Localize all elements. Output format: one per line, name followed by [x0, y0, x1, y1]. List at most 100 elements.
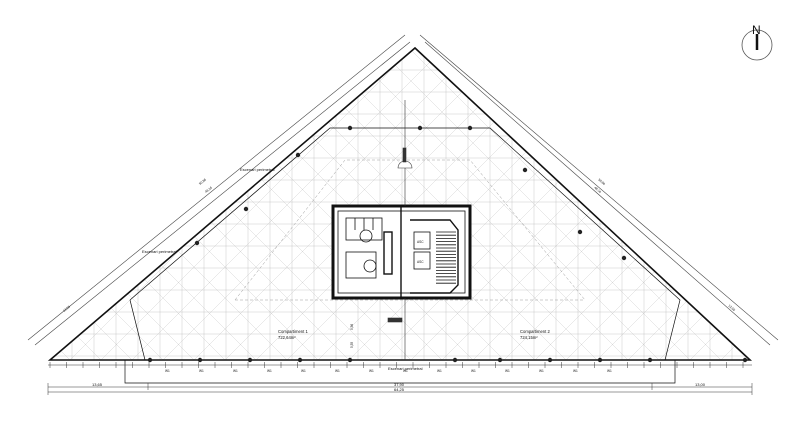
grid-line [405, 48, 727, 360]
grid-line [591, 48, 750, 360]
columns [147, 125, 748, 363]
escape-label-upper: Escenari perimetral [240, 167, 275, 172]
dim-bottom-total: 64,25 [394, 387, 405, 392]
grid-line [0, 45, 13, 365]
grid-line [50, 48, 107, 360]
dim-bottom-right: 13,00 [695, 382, 706, 387]
grid-line [591, 48, 750, 360]
perimeter-annotations: Escenari perimetral Escenari perimetral … [142, 167, 423, 371]
building-core: ASC ASC [331, 204, 472, 300]
column [647, 357, 653, 363]
slope-dimension-lines [27, 34, 779, 346]
north-compass: N [741, 23, 773, 61]
column [597, 357, 603, 363]
dim-core-2: 5,55 [350, 342, 354, 348]
window-tag: W1 [301, 369, 306, 373]
grid-line [312, 48, 634, 360]
escape-label-lower: Escenari perimetral [142, 249, 177, 254]
grid-line [50, 48, 231, 360]
floor-grid [0, 45, 800, 365]
dim-right-inner: 48,16 [593, 186, 602, 194]
grid-line [746, 48, 750, 360]
grid-line [684, 48, 750, 360]
toilets [345, 217, 393, 279]
grid-line [343, 48, 665, 360]
window-tag: W1 [233, 369, 238, 373]
grid-line [50, 48, 138, 360]
grid-line [0, 45, 44, 365]
room-2-name: Compartiment 2 [520, 329, 550, 334]
window-tag: W1 [369, 369, 374, 373]
grid-line [560, 48, 750, 360]
column [197, 357, 203, 363]
compass-north-label: N [752, 23, 761, 37]
grid-line [467, 48, 750, 360]
grid-line [50, 48, 76, 360]
column [194, 240, 200, 246]
grid-line [0, 45, 13, 365]
grid-line [0, 45, 44, 365]
grid-line [50, 48, 138, 360]
window-tag: W1 [199, 369, 204, 373]
window-tag: W1 [267, 369, 272, 373]
grid-line [529, 48, 750, 360]
window-tag: W1 [607, 369, 612, 373]
grid-line [622, 48, 750, 360]
grid-line [50, 48, 169, 360]
dim-right-outer: 50,86 [597, 178, 606, 186]
window-tag: W1 [165, 369, 170, 373]
dim-left-inner: 48,16 [204, 186, 213, 194]
window-tag: W1 [539, 369, 544, 373]
grid-line [436, 48, 750, 360]
window-tag: W1 [335, 369, 340, 373]
column [467, 125, 473, 131]
grid-line [50, 48, 169, 360]
column [247, 357, 253, 363]
lift-label-2: ASC [417, 260, 424, 264]
column [621, 255, 627, 261]
grid-line [778, 45, 800, 365]
grid-line [50, 48, 200, 360]
escape-label-bottom: Escenari perimetral [388, 366, 423, 371]
window-tag: W1 [437, 369, 442, 373]
dim-bottom-center: 37,90 [394, 382, 405, 387]
grid-line [50, 48, 262, 360]
grid-line [715, 48, 750, 360]
slab-outline [47, 46, 753, 384]
grid-line [778, 45, 800, 365]
dim-left-lower: 13,55 [62, 305, 71, 313]
column [347, 125, 353, 131]
window-tag: W1 [573, 369, 578, 373]
room-1-area: 722,64m² [278, 335, 296, 340]
bottom-dimensions [47, 362, 753, 395]
column [577, 229, 583, 235]
column [147, 357, 153, 363]
grid-line [715, 48, 750, 360]
dim-left-outer: 50,86 [198, 178, 207, 186]
grid-line [498, 48, 750, 360]
column [347, 357, 353, 363]
column [295, 152, 301, 158]
column [297, 357, 303, 363]
column [452, 357, 458, 363]
column [243, 206, 249, 212]
grid-line [50, 48, 76, 360]
grid-line [50, 48, 355, 360]
room-2-area: 724,15m² [520, 335, 538, 340]
central-axis [387, 100, 413, 360]
window-tag: W1 [403, 369, 408, 373]
stair-and-lifts [410, 219, 459, 294]
grid-line [50, 48, 324, 360]
window-tag: W1 [471, 369, 476, 373]
grid-line [498, 48, 750, 360]
grid-line [560, 48, 750, 360]
dim-core-1: 5,56 [350, 324, 354, 330]
column [742, 357, 748, 363]
grid-line [374, 48, 696, 360]
column [497, 357, 503, 363]
room-labels: Compartiment 1 722,64m² Compartiment 2 7… [278, 329, 550, 340]
room-1-name: Compartiment 1 [278, 329, 308, 334]
grid-line [746, 48, 750, 360]
